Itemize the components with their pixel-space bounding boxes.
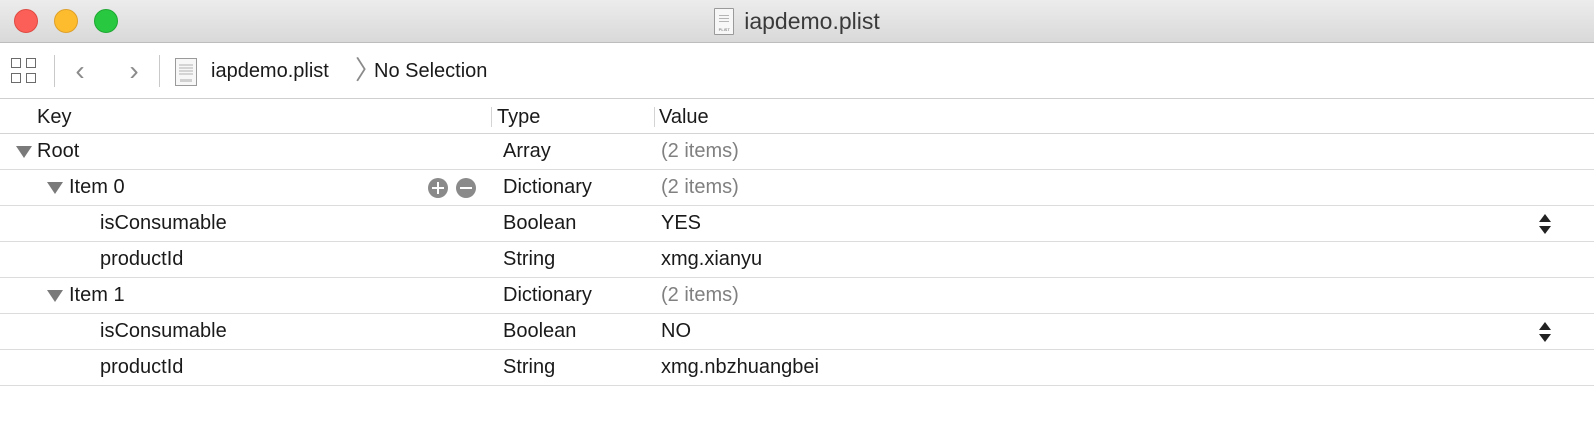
plist-file-icon xyxy=(714,8,735,35)
row-value: (2 items) xyxy=(661,284,739,306)
row-type[interactable]: Boolean xyxy=(503,320,577,342)
disclosure-triangle-down-icon[interactable] xyxy=(47,290,63,302)
row-key[interactable]: Item 0 xyxy=(69,176,125,198)
table-row[interactable]: productId String xmg.xianyu xyxy=(0,242,1594,278)
close-window-button[interactable] xyxy=(14,9,38,33)
minimize-window-button[interactable] xyxy=(54,9,78,33)
row-value[interactable]: YES xyxy=(661,212,702,234)
chevron-right-icon[interactable]: › xyxy=(129,55,139,86)
column-header-type[interactable]: Type xyxy=(497,106,541,128)
table-row[interactable]: Item 1 Dictionary (2 items) xyxy=(0,278,1594,314)
table-row[interactable]: Item 0 Dictionary (2 items) xyxy=(0,170,1594,206)
table-row[interactable]: Root Array (2 items) xyxy=(0,134,1594,170)
plist-rows: Root Array (2 items) Item 0 Dictionary (… xyxy=(0,134,1594,386)
plus-circle-icon[interactable] xyxy=(428,178,448,198)
row-key[interactable]: isConsumable xyxy=(100,320,227,342)
row-type[interactable]: Dictionary xyxy=(503,176,592,198)
row-type[interactable]: String xyxy=(503,248,556,270)
column-divider[interactable] xyxy=(654,107,655,127)
row-type[interactable]: Dictionary xyxy=(503,284,592,306)
row-key[interactable]: Item 1 xyxy=(69,284,125,306)
title-bar: iapdemo.plist xyxy=(0,0,1594,43)
row-key[interactable]: isConsumable xyxy=(100,212,227,234)
row-type[interactable]: String xyxy=(503,356,556,378)
disclosure-triangle-down-icon[interactable] xyxy=(16,146,32,158)
zoom-window-button[interactable] xyxy=(94,9,118,33)
row-value[interactable]: xmg.xianyu xyxy=(661,248,763,270)
toolbar-divider xyxy=(54,55,55,87)
window-title: iapdemo.plist xyxy=(744,8,880,34)
table-row[interactable]: isConsumable Boolean NO xyxy=(0,314,1594,350)
row-key[interactable]: Root xyxy=(37,140,80,162)
column-divider[interactable] xyxy=(491,107,492,127)
column-header-key[interactable]: Key xyxy=(37,106,72,128)
jump-bar: ‹ › iapdemo.plist 〉 No Selection xyxy=(0,43,1594,99)
breadcrumb-chevron-icon: 〉 xyxy=(355,55,382,85)
up-down-stepper-icon[interactable] xyxy=(1538,212,1552,236)
window-title-group: iapdemo.plist xyxy=(0,0,1594,43)
row-key[interactable]: productId xyxy=(100,356,184,378)
chevron-left-icon[interactable]: ‹ xyxy=(75,55,85,86)
disclosure-triangle-down-icon[interactable] xyxy=(47,182,63,194)
jump-bar-selection[interactable]: No Selection xyxy=(374,60,488,82)
row-value[interactable]: NO xyxy=(661,320,691,342)
row-type[interactable]: Array xyxy=(503,140,551,162)
up-down-stepper-icon[interactable] xyxy=(1538,320,1552,344)
row-value: (2 items) xyxy=(661,140,739,162)
row-value: (2 items) xyxy=(661,176,739,198)
table-row[interactable]: productId String xmg.nbzhuangbei xyxy=(0,350,1594,386)
table-header: Key Type Value xyxy=(0,99,1594,134)
row-key[interactable]: productId xyxy=(100,248,184,270)
plist-file-icon xyxy=(175,58,197,86)
column-header-value[interactable]: Value xyxy=(659,106,709,128)
jump-bar-file[interactable]: iapdemo.plist xyxy=(211,60,329,82)
row-type[interactable]: Boolean xyxy=(503,212,577,234)
related-items-grid-icon[interactable] xyxy=(11,58,39,86)
row-value[interactable]: xmg.nbzhuangbei xyxy=(661,356,819,378)
minus-circle-icon[interactable] xyxy=(456,178,476,198)
toolbar-divider xyxy=(159,55,160,87)
table-row[interactable]: isConsumable Boolean YES xyxy=(0,206,1594,242)
